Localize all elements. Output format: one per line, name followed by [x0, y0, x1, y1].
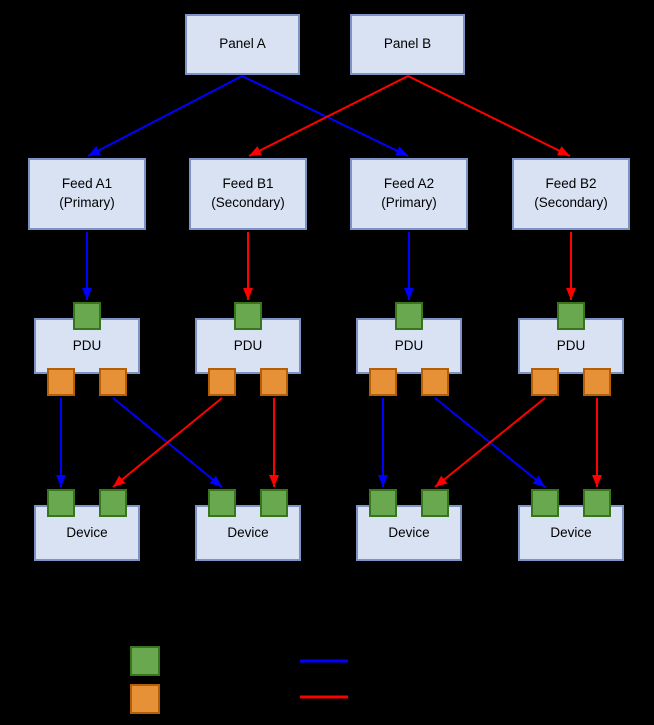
arrow-panel-b-to-feed-b2 [407, 75, 571, 157]
feed-b2-sublabel: (Secondary) [534, 195, 608, 210]
device-2-input-port-right [260, 489, 288, 517]
arrow-panel-a-to-feed-a2 [241, 75, 409, 157]
device-2-label: Device [227, 524, 269, 540]
pdu-2-node: PDU [195, 318, 301, 374]
device-4-input-port-right [583, 489, 611, 517]
pdu-2-label: PDU [233, 337, 263, 353]
feed-b1-node: Feed B1 (Secondary) [189, 158, 307, 230]
device-3-input-port-left [369, 489, 397, 517]
legend-orange-output-swatch [130, 684, 160, 714]
arrow-panel-b-to-feed-b1 [248, 75, 409, 157]
feed-a1-label: Feed A1 [61, 176, 113, 192]
feed-a1-node: Feed A1 (Primary) [28, 158, 146, 230]
feed-b1-sublabel: (Secondary) [211, 195, 285, 210]
feed-b1-label: Feed B1 [222, 176, 274, 192]
pdu-2-output-port-left [208, 368, 236, 396]
pdu-1-output-port-left [47, 368, 75, 396]
feed-a2-label: Feed A2 [383, 176, 435, 192]
feed-a2-sublabel: (Primary) [381, 195, 437, 210]
pdu-2-output-port-right [260, 368, 288, 396]
pdu-3-label: PDU [394, 337, 424, 353]
device-4-label: Device [550, 524, 592, 540]
device-3-label: Device [388, 524, 430, 540]
pdu-1-input-port [73, 302, 101, 330]
device-1-label: Device [66, 524, 108, 540]
pdu-3-input-port [395, 302, 423, 330]
pdu-4-output-port-left [531, 368, 559, 396]
arrow-panel-a-to-feed-a1 [87, 75, 243, 157]
panel-a-node: Panel A [185, 14, 300, 75]
arrow-pdu-1-to-device-2 [112, 397, 223, 488]
feed-b2-label: Feed B2 [545, 176, 597, 192]
feed-b2-node: Feed B2 (Secondary) [512, 158, 630, 230]
device-1-input-port-left [47, 489, 75, 517]
legend-green-input-swatch [130, 646, 160, 676]
device-1-input-port-right [99, 489, 127, 517]
pdu-4-input-port [557, 302, 585, 330]
feed-a1-sublabel: (Primary) [59, 195, 115, 210]
feed-a2-node: Feed A2 (Primary) [350, 158, 468, 230]
pdu-3-output-port-left [369, 368, 397, 396]
device-3-input-port-right [421, 489, 449, 517]
device-2-input-port-left [208, 489, 236, 517]
arrow-pdu-2-to-device-1 [112, 397, 223, 488]
panel-b-node: Panel B [350, 14, 465, 75]
panel-a-label: Panel A [219, 36, 266, 52]
pdu-1-output-port-right [99, 368, 127, 396]
pdu-3-output-port-right [421, 368, 449, 396]
pdu-4-label: PDU [556, 337, 586, 353]
pdu-4-output-port-right [583, 368, 611, 396]
device-4-input-port-left [531, 489, 559, 517]
panel-b-label: Panel B [383, 36, 432, 52]
pdu-1-label: PDU [72, 337, 102, 353]
pdu-2-input-port [234, 302, 262, 330]
arrow-pdu-3-to-device-4 [434, 397, 546, 488]
arrow-pdu-4-to-device-3 [434, 397, 546, 488]
